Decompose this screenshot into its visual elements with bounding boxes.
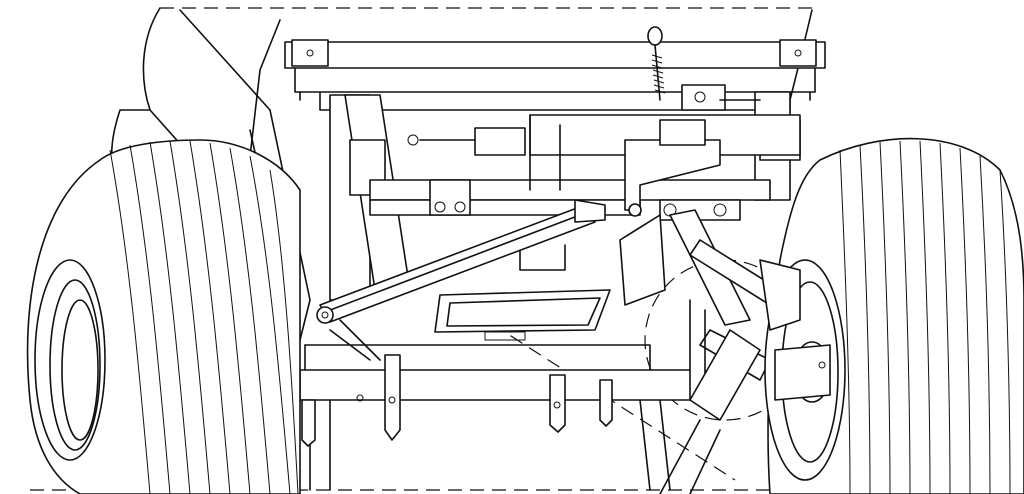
top-frame-rail [284,39,826,111]
center-pan [434,244,611,341]
lower-linkage [619,209,781,381]
adjustment-spring-rod [647,26,761,111]
left-wheel [26,139,301,494]
right-wheel [764,137,1024,494]
bottom-frame [299,319,691,491]
pivot-bracket-left [429,179,471,216]
right-frame-rail [659,259,801,494]
shank-brackets [301,354,613,447]
diagonal-brace [316,199,606,324]
